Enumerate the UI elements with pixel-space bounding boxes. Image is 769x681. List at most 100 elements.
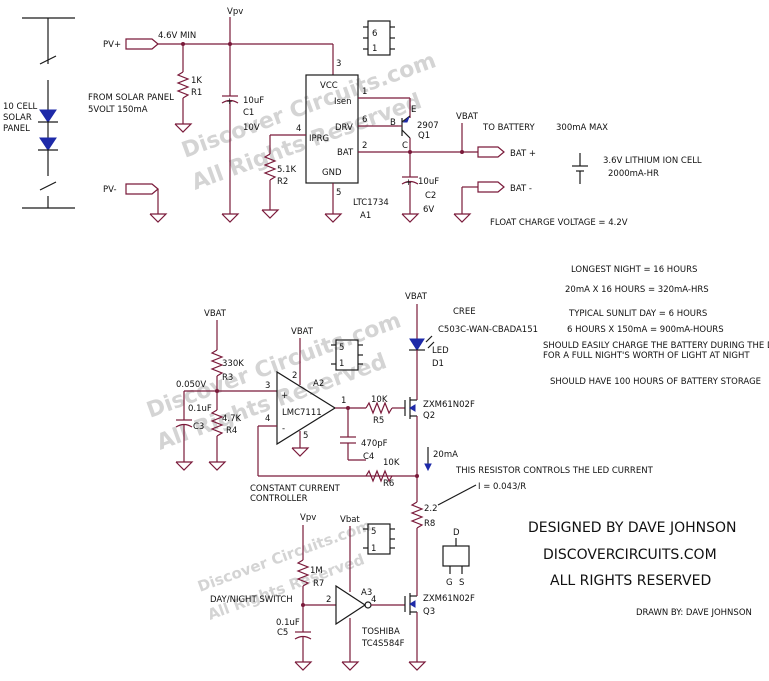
gate-pin-2: 2 — [326, 595, 331, 605]
ic-pin-2: 5 — [336, 188, 341, 198]
controller-line2: CONTROLLER — [250, 494, 308, 504]
min-voltage-label: 4.6V MIN — [158, 31, 196, 41]
r3-ref: R3 — [222, 373, 233, 383]
c1-value: 10uF — [243, 96, 264, 106]
ltc1734-ic — [305, 74, 359, 184]
q2-ref: Q2 — [423, 411, 435, 421]
max-current-label: 300mA MAX — [556, 123, 608, 133]
transistor-q1-arrow — [402, 116, 410, 123]
q1-ref: Q1 — [418, 131, 430, 141]
r4-ref: R4 — [226, 426, 237, 436]
battery-label-line1: 3.6V LITHIUM ION CELL — [603, 156, 702, 166]
c2-plus: + — [405, 178, 412, 188]
r1-ref: R1 — [191, 88, 202, 98]
pv-plus-port — [125, 38, 159, 50]
ground-icon — [221, 213, 240, 223]
float-voltage-label: FLOAT CHARGE VOLTAGE = 4.2V — [490, 218, 628, 228]
c1-volt: 10V — [243, 123, 260, 133]
q2-part: ZXM61N02F — [423, 400, 475, 410]
opamp-minus: - — [282, 424, 285, 434]
r5-value: 10K — [371, 395, 388, 405]
note-pointer — [437, 484, 477, 506]
resistor-r4 — [210, 409, 224, 437]
opamp-pin-5: 5 — [303, 431, 308, 441]
solar-cell-icon — [39, 137, 57, 151]
r1-value: 1K — [191, 76, 202, 86]
design-notes: LONGEST NIGHT = 16 HOURS 20mA X 16 HOURS… — [543, 265, 769, 387]
formula-label: I = 0.043/R — [478, 482, 526, 492]
pv-plus-label: PV+ — [103, 40, 121, 50]
led-d1-icon — [409, 338, 425, 351]
bat-minus-port — [477, 181, 505, 193]
ic-pin-gnd: GND — [322, 168, 342, 178]
resistor-r8 — [410, 501, 424, 529]
led-driver-circuit: VBAT 330K R3 4.7K R4 0.050V 0.1uF C3 3 +… — [175, 292, 654, 592]
c5-ref: C5 — [277, 628, 288, 638]
ic-pin-6: 6 — [362, 115, 367, 125]
c5-value: 0.1uF — [276, 618, 300, 628]
opamp-pin-3: 3 — [265, 381, 270, 391]
r2-ref: R2 — [277, 177, 288, 187]
note-night-calc: 20mA X 16 HOURS = 320mA-HRS — [565, 285, 709, 295]
solar-panel: 10 CELL SOLAR PANEL — [3, 17, 75, 209]
junction — [408, 150, 412, 154]
ground-icon — [453, 213, 472, 223]
r5-ref: R5 — [373, 416, 384, 426]
vbat-label-divider: VBAT — [204, 309, 227, 319]
controller-line1: CONSTANT CURRENT — [250, 484, 341, 494]
note-charge-line2: FOR A FULL NIGHT'S WORTH OF LIGHT AT NIG… — [543, 351, 750, 361]
led-ray — [427, 341, 435, 349]
panel-label-line2: SOLAR — [3, 113, 32, 123]
opamp-ref: A2 — [313, 379, 324, 389]
source-note-line2: 5VOLT 150mA — [88, 105, 148, 115]
gate-pin-4: 4 — [371, 595, 376, 605]
ground-icon — [294, 661, 313, 671]
resistor-r3 — [210, 349, 224, 377]
inverter-a3 — [335, 584, 367, 626]
gate-ref: A3 — [361, 588, 372, 598]
opamp-pin-2: 2 — [292, 371, 297, 381]
pv-connectors: PV+ PV- FROM SOLAR PANEL 5VOLT 150mA — [88, 38, 174, 223]
credit-rights: ALL RIGHTS RESERVED — [550, 573, 711, 589]
vbat-label-top: VBAT — [456, 112, 479, 122]
opamp-lmc7111 — [276, 370, 337, 446]
note-longest-night: LONGEST NIGHT = 16 HOURS — [571, 265, 697, 275]
r6-value: 10K — [383, 458, 400, 468]
c4-ref: C4 — [363, 452, 374, 462]
capacitor-c1-curve — [221, 99, 239, 104]
ic-pin-3: 3 — [336, 59, 341, 69]
gate-part: TC4S584F — [361, 639, 405, 649]
r2-value: 5.1K — [277, 165, 297, 175]
panel-label-line1: 10 CELL — [3, 102, 38, 112]
vbat-label-led: VBAT — [405, 292, 428, 302]
led-ray — [425, 335, 433, 343]
ic-pin-iprg: IPRG — [309, 134, 329, 144]
led-maker: CREE — [453, 307, 476, 317]
resistor-r1 — [176, 71, 190, 99]
package-pin-6: 6 — [372, 29, 377, 39]
r8-ref: R8 — [424, 519, 435, 529]
credit-site: DISCOVERCIRCUITS.COM — [543, 547, 717, 563]
fet-pin-s: S — [459, 578, 464, 588]
gate-package-pin-5: 5 — [371, 527, 376, 537]
fet-pin-g: G — [446, 578, 453, 588]
r7-ref: R7 — [313, 579, 324, 589]
ground-icon — [401, 213, 420, 223]
r7-value: 1M — [310, 566, 323, 576]
to-battery-label: TO BATTERY — [482, 123, 536, 133]
note-day-calc: 6 HOURS X 150mA = 900mA-HOURS — [567, 325, 724, 335]
q1-part: 2907 — [417, 121, 439, 131]
mosfet-q3-arrow — [409, 600, 416, 608]
resistor-r2 — [263, 153, 277, 181]
capacitor-c2-curve — [401, 180, 419, 185]
c2-value: 10uF — [418, 177, 439, 187]
switch-label: DAY/NIGHT SWITCH — [210, 595, 293, 605]
fet-package-icon — [442, 545, 470, 567]
ic-pin-vcc: VCC — [320, 81, 338, 91]
led-ref: D1 — [432, 359, 444, 369]
ground-icon — [149, 213, 168, 223]
r8-value: 2.2 — [424, 504, 438, 514]
vbat-label-switch: Vbat — [340, 515, 360, 525]
opamp-part: LMC7111 — [282, 408, 322, 418]
